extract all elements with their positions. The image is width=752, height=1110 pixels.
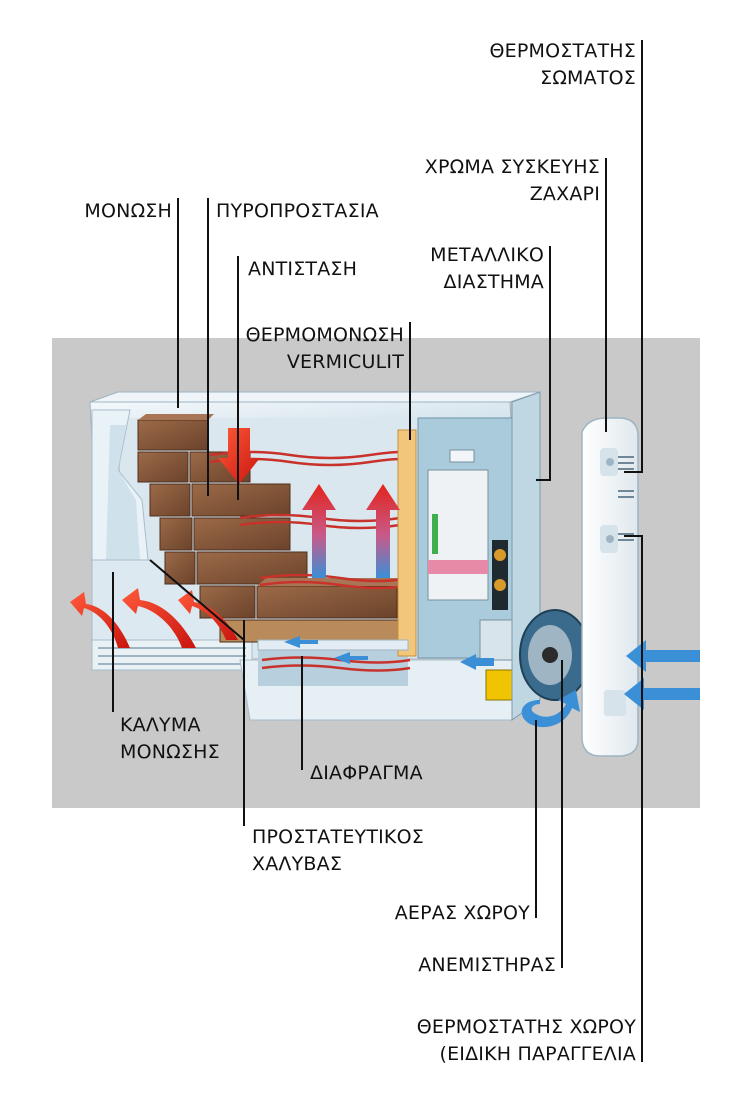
label-protective-steel: ΠΡΟΣΤΑΤΕΥΤΙΚΟΣ ΧΑΛΥΒΑΣ xyxy=(252,826,424,875)
diaphragm-channel xyxy=(257,639,409,651)
hot-air-arrow xyxy=(122,588,196,648)
label-metal-spacing: ΜΕΤΑΛΛΙΚΟ ΔΙΑΣΤΗΜΑ xyxy=(430,244,544,293)
label-diaphragm: ΔΙΑΦΡΑΓΜΑ xyxy=(310,762,423,784)
label-insulation: ΜΟΝΩΣΗ xyxy=(84,200,172,222)
label-fan: ΑΝΕΜΙΣΤΗΡΑΣ xyxy=(418,954,556,976)
label-resistance: ΑΝΤΙΣΤΑΣΗ xyxy=(248,258,358,280)
label-vermiculite: ΘΕΡΜΟΜΟΝΩΣΗ VERMICULIT xyxy=(245,324,404,373)
vermiculite-layer xyxy=(397,429,417,657)
label-body-thermostat: ΘΕΡΜΟΣΤΑΤΗΣ ΣΩΜΑΤΟΣ xyxy=(489,40,636,89)
label-insulation-cover: ΚΑΛΥΜΑ ΜΟΝΩΣΗΣ xyxy=(120,714,220,763)
front-panel xyxy=(581,417,639,757)
label-room-air: ΑΕΡΑΣ ΧΩΡΟΥ xyxy=(394,902,530,924)
hot-air-arrow xyxy=(178,590,238,640)
bottom-grille xyxy=(91,639,253,671)
heat-flow-arrow xyxy=(302,484,336,578)
label-room-thermostat: ΘΕΡΜΟΣΤΑΤΗΣ ΧΩΡΟΥ (ΕΙΔΙΚΗ ΠΑΡΑΓΓΕΛΙΑ xyxy=(416,1016,636,1065)
leader-lines xyxy=(112,40,643,1062)
label-device-color: ΧΡΩΜΑ ΣΥΣΚΕΥΗΣ ΖΑΧΑΡΙ xyxy=(424,156,600,205)
cool-air-arrows xyxy=(284,636,494,670)
label-fire-protection: ΠΥΡΟΠΡΟΣΤΑΣΙΑ xyxy=(216,200,379,222)
heat-flow-arrow xyxy=(366,484,400,578)
recirculation-arrow xyxy=(521,690,580,728)
hot-air-arrow xyxy=(70,592,130,648)
casing-top xyxy=(89,391,541,403)
fan-assembly xyxy=(519,609,591,701)
